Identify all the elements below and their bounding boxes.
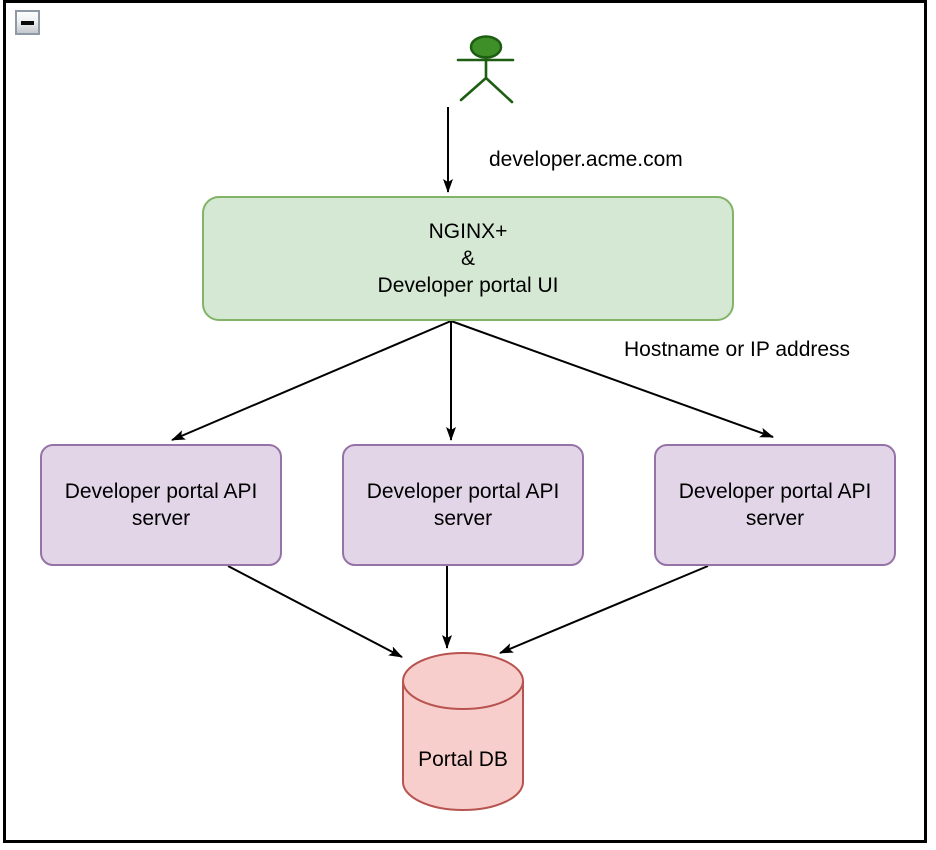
actor-head-icon bbox=[469, 35, 503, 59]
node-api-server-2[interactable] bbox=[342, 444, 584, 566]
collapse-button[interactable] bbox=[15, 10, 40, 35]
edge-gateway-to-server3 bbox=[450, 320, 774, 438]
edge-server3-to-db bbox=[499, 565, 709, 654]
minus-icon bbox=[21, 20, 34, 25]
node-api-server-3[interactable] bbox=[654, 444, 896, 566]
edge-gateway-to-server1 bbox=[171, 320, 452, 441]
db-cylinder-body bbox=[402, 681, 524, 811]
node-api-server-1[interactable] bbox=[40, 444, 282, 566]
db-cylinder-top bbox=[402, 652, 524, 710]
actor-body-icon bbox=[456, 55, 515, 104]
node-nginx-gateway[interactable] bbox=[202, 196, 734, 321]
edge-server1-to-db bbox=[227, 565, 403, 658]
user-actor[interactable] bbox=[456, 35, 515, 104]
node-portal-db[interactable] bbox=[402, 652, 524, 811]
